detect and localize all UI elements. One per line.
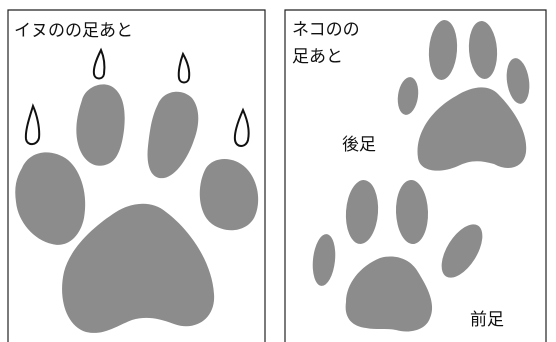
cat-fore-main-pad bbox=[345, 256, 433, 332]
dog-claw-outer-left bbox=[24, 103, 41, 146]
cat-hind-toe-pad-4 bbox=[506, 58, 530, 104]
dog-toe-pad-outer-left bbox=[15, 152, 86, 245]
dog-panel-frame bbox=[7, 9, 266, 342]
cat-hind-main-pad bbox=[417, 87, 527, 171]
cat-hind-toe-pad-3 bbox=[468, 21, 498, 79]
cat-fore-paw bbox=[312, 180, 483, 332]
cat-panel-title-line1: ネコのの bbox=[292, 20, 360, 40]
dog-toe-pad-outer-right bbox=[199, 159, 259, 231]
cat-fore-toe-pad-4 bbox=[441, 224, 483, 278]
cat-panel: ネコのの 足あと 後足 前足 bbox=[284, 9, 547, 342]
dog-panel: イヌのの足あと bbox=[7, 9, 266, 342]
dog-claw-inner-left bbox=[92, 47, 106, 80]
cat-hind-paw bbox=[397, 20, 530, 171]
cat-fore-label: 前足 bbox=[470, 310, 504, 330]
dog-main-pad bbox=[62, 203, 215, 333]
cat-panel-title-line2: 足あと bbox=[292, 47, 343, 67]
cat-panel-frame bbox=[284, 9, 547, 342]
cat-hind-toe-pad-2 bbox=[428, 20, 458, 80]
dog-toe-pad-inner-left bbox=[76, 84, 125, 166]
cat-hind-label: 後足 bbox=[342, 135, 376, 155]
dog-claw-inner-right bbox=[177, 51, 191, 84]
dog-claw-outer-right bbox=[233, 107, 250, 147]
cat-fore-toe-pad-1 bbox=[312, 234, 336, 286]
dog-toe-pad-inner-right bbox=[147, 91, 199, 179]
cat-fore-toe-pad-2 bbox=[345, 180, 379, 244]
cat-fore-toe-pad-3 bbox=[395, 180, 429, 244]
dog-paw bbox=[15, 47, 259, 333]
cat-hind-toe-pad-1 bbox=[397, 77, 419, 115]
dog-panel-title: イヌのの足あと bbox=[14, 21, 133, 41]
